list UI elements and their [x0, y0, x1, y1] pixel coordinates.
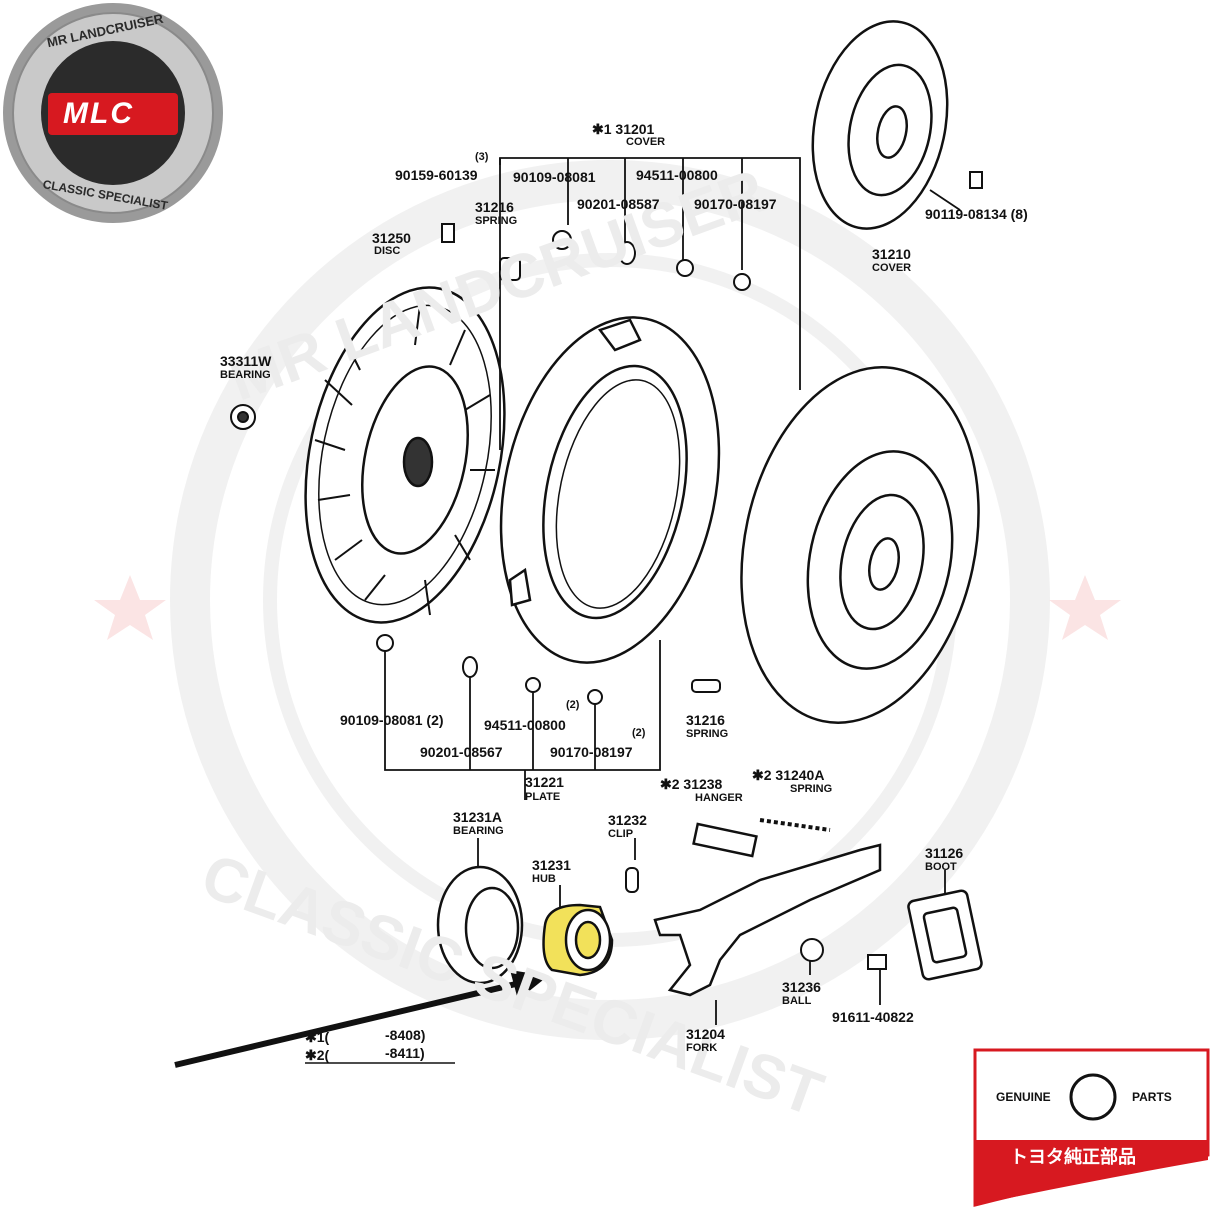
label-31232: 31232 [608, 812, 647, 828]
small-cover-drawing [811, 20, 949, 230]
label-91611: 91611-40822 [832, 1009, 914, 1025]
pointer-arrow [174, 970, 548, 1068]
label-90201-top: 90201-08587 [577, 196, 660, 212]
badge-genuine-text: GENUINE [996, 1090, 1051, 1104]
genuine-parts-badge [973, 1048, 1210, 1207]
hub-highlight [542, 903, 614, 977]
pressure-plate-drawing [499, 316, 721, 664]
label-33311W-name: BEARING [220, 369, 271, 381]
label-90170-bottom: 90170-08197 [550, 744, 633, 760]
footnote-2-value: -8411) [385, 1045, 425, 1061]
label-31236: 31236 [782, 979, 821, 995]
label-31236-name: BALL [782, 995, 812, 1007]
leader-lines [384, 157, 961, 1025]
label-31231-name: HUB [532, 873, 556, 885]
label-31204: 31204 [686, 1026, 725, 1042]
label-90159-qty: (3) [475, 151, 489, 163]
watermark-stars [94, 575, 1121, 640]
label-31240A-name: SPRING [790, 783, 833, 795]
clip-drawing [625, 867, 639, 893]
label-94511-bottom: 94511-00800 [484, 717, 566, 733]
label-31231: 31231 [532, 857, 571, 873]
label-31201-name: COVER [626, 136, 666, 148]
label-31232-name: CLIP [608, 828, 634, 840]
badge-parts-text: PARTS [1132, 1090, 1172, 1104]
label-31201: ✱1 31201 [592, 121, 655, 137]
footnote-1-value: -8408) [385, 1027, 426, 1043]
label-31231A-name: BEARING [453, 825, 504, 837]
label-31216-bottom-name: SPRING [686, 728, 729, 740]
label-31216-top: 31216 [475, 199, 514, 215]
label-90119: 90119-08134 (8) [925, 206, 1028, 222]
label-31126: 31126 [925, 845, 964, 861]
label-90170-qty1: (2) [566, 699, 580, 711]
label-31221: 31221 [525, 774, 564, 790]
label-31250: 31250 [372, 230, 411, 246]
label-90109-bottom: 90109-08081 (2) [340, 712, 444, 728]
label-94511-top: 94511-00800 [636, 167, 718, 183]
label-31216-top-name: SPRING [475, 215, 518, 227]
clutch-disc-drawing [304, 286, 506, 624]
label-31216-bottom: 31216 [686, 712, 725, 728]
label-31238-name: HANGER [695, 792, 743, 804]
label-33311W: 33311W [220, 353, 272, 369]
label-31231A: 31231A [453, 809, 503, 825]
brand-logo [3, 3, 223, 223]
release-fork-drawing [653, 818, 882, 997]
footnote-1-mark: ✱1( [305, 1029, 330, 1045]
label-31221-name: PLATE [525, 791, 561, 803]
label-31126-name: BOOT [925, 861, 957, 873]
label-90159: 90159-60139 [395, 167, 478, 183]
label-31210-name: COVER [872, 262, 912, 274]
label-90109-top: 90109-08081 [513, 169, 596, 185]
label-90201-bottom: 90201-08567 [420, 744, 503, 760]
label-31204-name: FORK [686, 1042, 718, 1054]
label-31240A: ✱2 31240A [752, 767, 825, 783]
brand-mark: MLC [63, 97, 134, 130]
boot-drawing [907, 889, 983, 981]
label-31210: 31210 [872, 246, 911, 262]
ball-bolt-drawing [800, 938, 887, 970]
label-90170-qty2: (2) [632, 727, 646, 739]
label-90170-top: 90170-08197 [694, 196, 777, 212]
label-31250-name: DISC [374, 245, 401, 257]
clutch-cover-drawing [740, 366, 980, 724]
release-bearing-drawing [436, 865, 524, 985]
small-parts [230, 171, 983, 705]
badge-japanese-text: トヨタ純正部品 [1010, 1147, 1136, 1167]
label-31238: ✱2 31238 [660, 776, 723, 792]
footnote-2-mark: ✱2( [305, 1047, 330, 1063]
